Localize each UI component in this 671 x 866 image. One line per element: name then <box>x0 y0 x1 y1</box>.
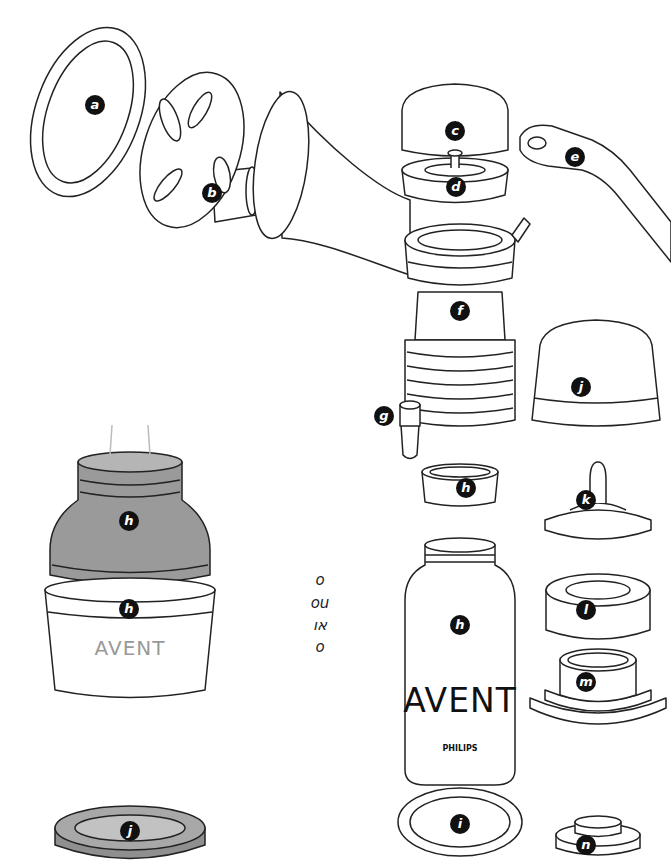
callout-letter: c <box>445 121 465 141</box>
callout-letter: j <box>571 377 591 397</box>
callout-letter: b <box>202 183 222 203</box>
callout-letter: h <box>450 615 470 635</box>
callout-letter: d <box>446 177 466 197</box>
callout-letter: j <box>120 821 140 841</box>
brand-text: AVENT <box>403 681 517 720</box>
callout-letter: h <box>119 599 139 619</box>
callout-letter: h <box>456 478 476 498</box>
or-text: o <box>315 571 324 589</box>
callout-letter: a <box>85 95 105 115</box>
or-text: או <box>313 616 327 634</box>
callout-letter: m <box>576 672 596 692</box>
callout-letter: l <box>576 600 596 620</box>
brand-text: AVENT <box>95 636 166 660</box>
or-text: ou <box>311 594 330 612</box>
callout-letter: h <box>119 511 139 531</box>
callout-letter: f <box>450 301 470 321</box>
or-text: o <box>315 638 324 656</box>
callout-letter: i <box>450 814 470 834</box>
callout-letter: e <box>565 147 585 167</box>
brand-text: PHILIPS <box>442 744 477 753</box>
callout-letter: g <box>374 406 394 426</box>
callout-letter: k <box>576 490 596 510</box>
callout-letter: n <box>576 835 596 855</box>
